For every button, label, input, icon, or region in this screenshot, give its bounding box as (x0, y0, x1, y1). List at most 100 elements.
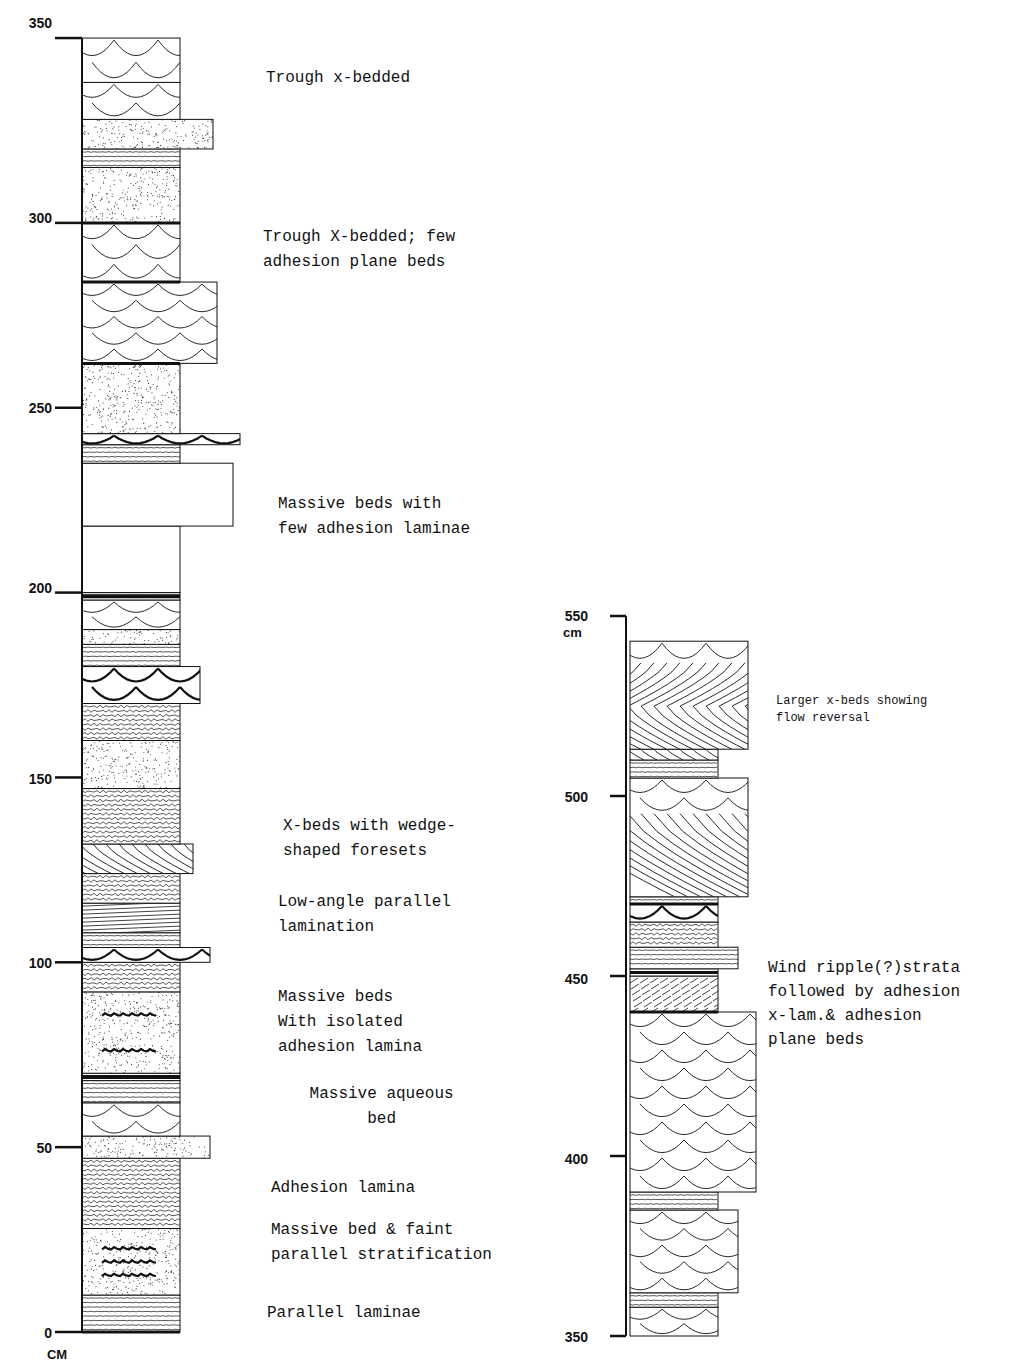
stipple (161, 1046, 162, 1047)
stratum (82, 1295, 181, 1332)
stipple (120, 431, 121, 432)
stipple (155, 415, 156, 416)
stipple (100, 213, 101, 214)
stipple (124, 778, 125, 779)
stipple (96, 407, 97, 408)
stratum (82, 644, 181, 666)
stipple (84, 1065, 85, 1066)
stipple (174, 1150, 175, 1151)
stipple (176, 775, 177, 776)
stipple (87, 1012, 88, 1013)
stipple (127, 1023, 128, 1024)
stipple (122, 192, 123, 193)
stipple (143, 1285, 144, 1286)
stipple (88, 1290, 89, 1291)
stipple (133, 419, 134, 420)
stipple (153, 1049, 154, 1050)
stratum-fill (82, 875, 180, 900)
stipple (102, 213, 103, 214)
stipple (138, 1032, 139, 1033)
stipple (168, 1263, 169, 1264)
stipple (111, 757, 112, 758)
stipple (109, 1244, 110, 1245)
stipple (144, 178, 145, 179)
stipple (97, 1060, 98, 1061)
stipple (166, 995, 167, 996)
stipple (122, 1271, 123, 1272)
stipple (163, 1027, 164, 1028)
stipple (169, 199, 170, 200)
stipple (93, 756, 94, 757)
stipple (161, 404, 162, 405)
stipple (131, 1243, 132, 1244)
stipple (175, 185, 176, 186)
stipple (158, 747, 159, 748)
stipple (96, 1069, 97, 1070)
stratum-outline (82, 667, 200, 704)
stipple (166, 1257, 167, 1258)
stipple (151, 745, 152, 746)
stipple (167, 1002, 168, 1003)
stipple (155, 1255, 156, 1256)
stipple (90, 392, 91, 393)
trough-set (158, 602, 180, 612)
stipple (90, 641, 91, 642)
stipple (151, 996, 152, 997)
stipple (123, 772, 124, 773)
stipple (125, 1070, 126, 1071)
stipple (175, 1143, 176, 1144)
stipple (142, 787, 143, 788)
stipple (106, 379, 107, 380)
stipple (160, 1053, 161, 1054)
lamina (82, 651, 180, 653)
stipple (164, 1058, 165, 1059)
stipple (99, 412, 100, 413)
stipple (92, 1007, 93, 1008)
stipple (157, 1280, 158, 1281)
stipple (136, 205, 137, 206)
lamina (82, 1101, 180, 1103)
foreset (82, 844, 124, 874)
stipple (136, 1288, 137, 1289)
stipple (120, 1039, 121, 1040)
stipple (111, 170, 112, 171)
stipple (110, 1292, 111, 1293)
stipple (91, 1250, 92, 1251)
stipple (95, 1003, 96, 1004)
stipple (117, 1040, 118, 1041)
trough-set (158, 317, 202, 328)
stipple (171, 390, 172, 391)
stipple (124, 1033, 125, 1034)
stratum-outline (82, 962, 180, 992)
stipple (140, 428, 141, 429)
stipple (90, 170, 91, 171)
stipple (157, 203, 158, 204)
trough-set (82, 225, 114, 239)
stipple (104, 751, 105, 752)
stipple (99, 1049, 100, 1050)
stipple (169, 1143, 170, 1144)
stipple (116, 410, 117, 411)
stipple (204, 1147, 205, 1148)
stipple (85, 1018, 86, 1019)
stipple (112, 1042, 113, 1043)
stipple (117, 1156, 118, 1157)
stipple (114, 180, 115, 181)
stipple (143, 1005, 144, 1006)
stipple (139, 781, 140, 782)
stipple (161, 1279, 162, 1280)
stipple (134, 1245, 135, 1246)
stipple (152, 741, 153, 742)
stipple (177, 1024, 178, 1025)
stipple (122, 1249, 123, 1250)
stipple (129, 1001, 130, 1002)
stipple (146, 376, 147, 377)
stipple (156, 760, 157, 761)
stipple (110, 1008, 111, 1009)
stipple (131, 1253, 132, 1254)
stipple (94, 378, 95, 379)
stratum-outline (82, 704, 180, 741)
stipple (144, 1018, 145, 1019)
stipple (174, 1069, 175, 1070)
